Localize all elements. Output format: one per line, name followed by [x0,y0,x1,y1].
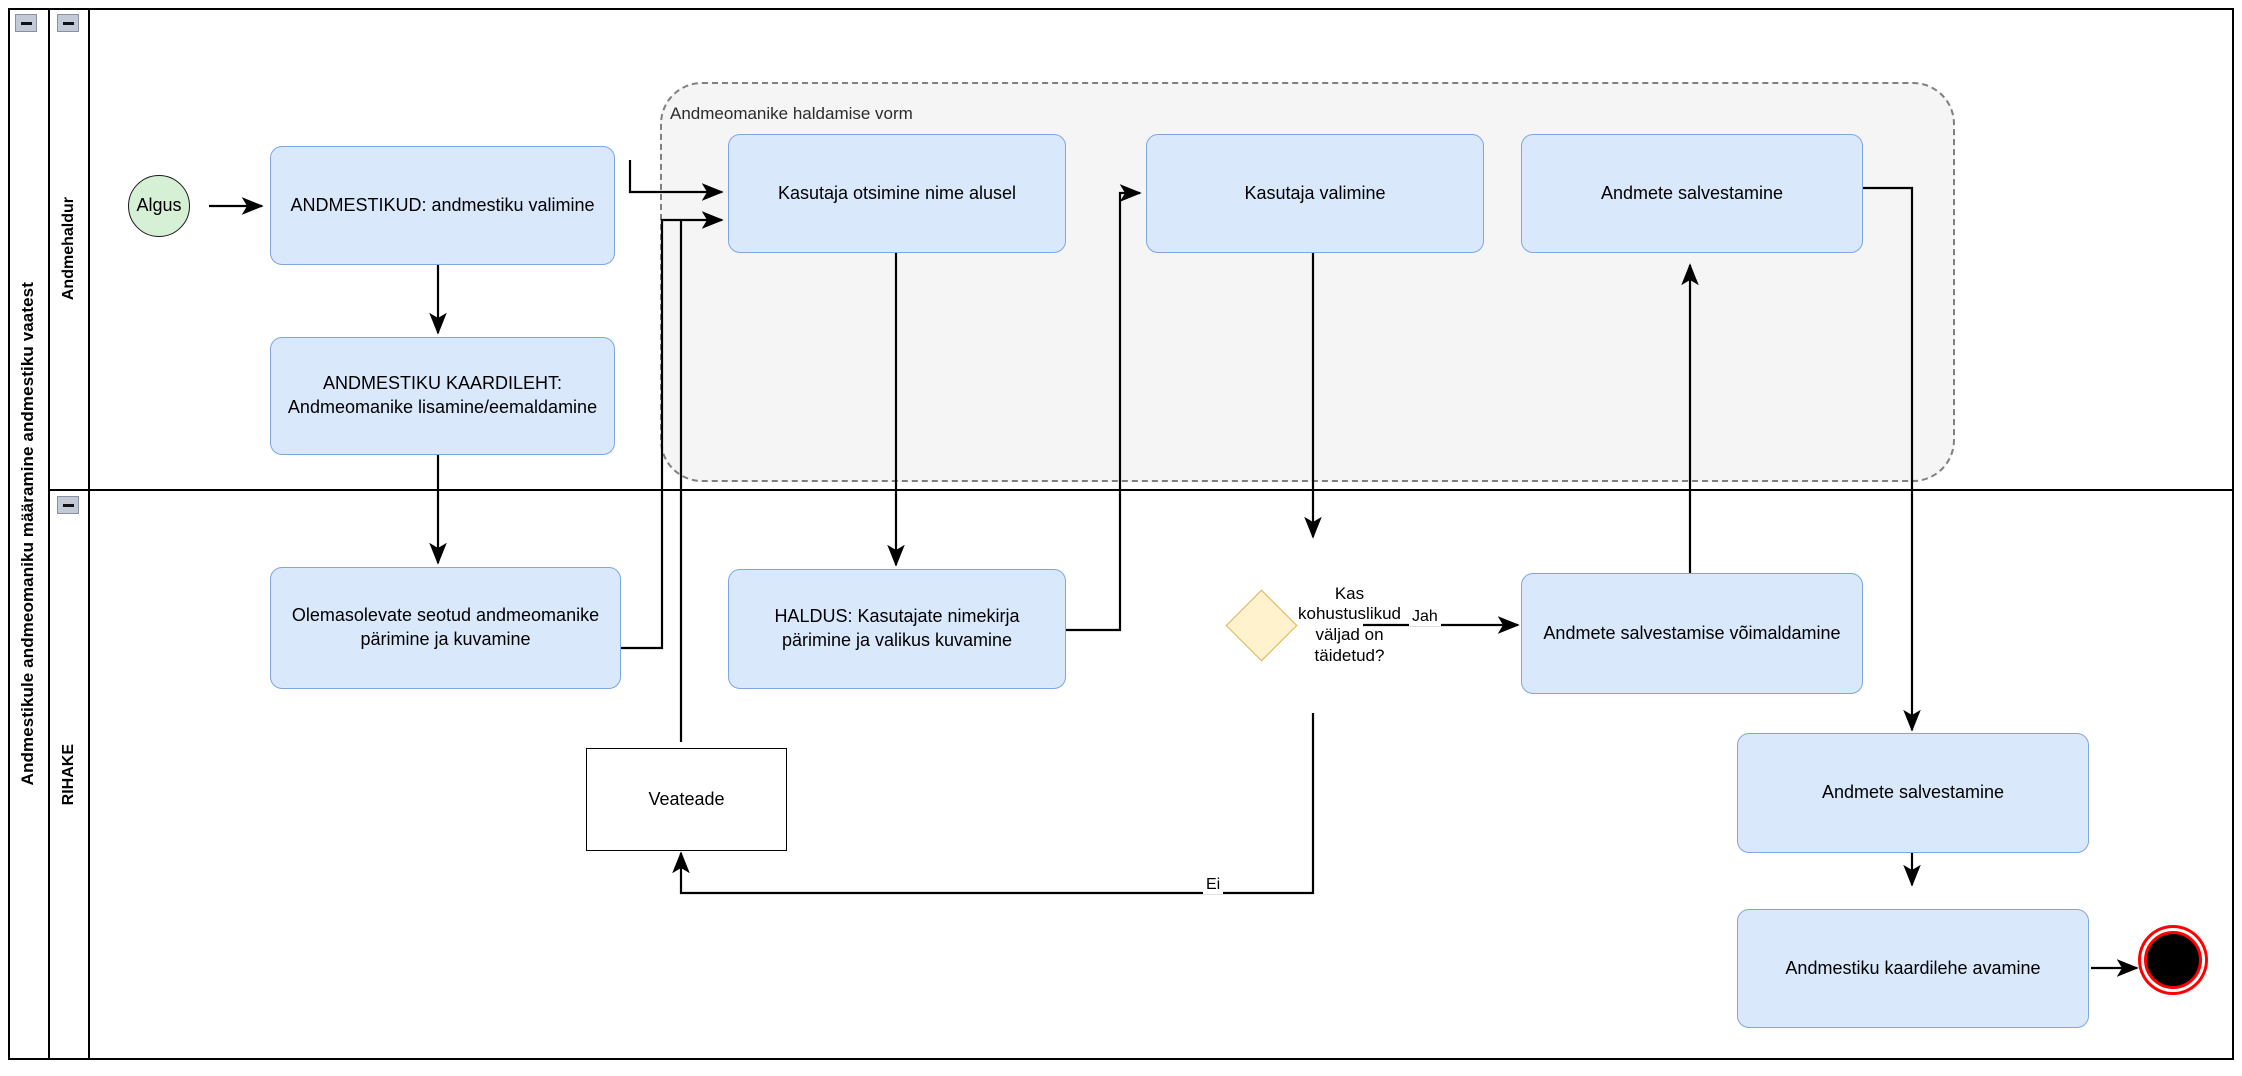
task-kasutaja-otsimine-label: Kasutaja otsimine nime alusel [777,182,1017,203]
task-olemasolevate-parimine-label: Olemasolevate seotud andmeomanike pärimi… [291,605,600,649]
task-kasutaja-valimine[interactable]: Kasutaja valimine [1146,134,1484,253]
task-haldus-kasutajate-nimekiri[interactable]: HALDUS: Kasutajate nimekirja pärimine ja… [728,569,1066,689]
task-andmestiku-kaardileht-label: ANDMESTIKU KAARDILEHT: Andmeomanike lisa… [287,373,598,417]
task-kasutaja-valimine-label: Kasutaja valimine [1244,182,1386,203]
task-andmestiku-kaardilehe-avamine[interactable]: Andmestiku kaardilehe avamine [1737,909,2089,1028]
decision-label: Kas kohustuslikud väljad on täidetud? [1298,583,1402,665]
task-andmete-salvestamise-voimaldamine-label: Andmete salvestamise võimaldamine [1543,622,1841,643]
end-event[interactable] [2144,931,2202,989]
pool-collapse-minus-icon[interactable] [15,14,37,32]
task-andmete-salvestamine-top[interactable]: Andmete salvestamine [1521,134,1863,253]
start-event-algus[interactable]: Algus [128,175,190,237]
lane-label-andmehaldur: Andmehaldur [60,196,77,301]
task-andmete-salvestamise-voimaldamine[interactable]: Andmete salvestamise võimaldamine [1521,573,1863,694]
task-andmestikud-valimine-label: ANDMESTIKUD: andmestiku valimine [290,194,595,215]
lane-label-rihake: RIHAKE [60,743,77,806]
task-olemasolevate-parimine[interactable]: Olemasolevate seotud andmeomanike pärimi… [270,567,621,689]
task-andmestikud-valimine[interactable]: ANDMESTIKUD: andmestiku valimine [270,146,615,265]
task-andmestiku-kaardileht[interactable]: ANDMESTIKU KAARDILEHT: Andmeomanike lisa… [270,337,615,455]
lane-andmehaldur-collapse-minus-icon[interactable] [57,14,79,32]
data-object-veateade-label: Veateade [648,788,725,809]
lane-header-rihake: RIHAKE [50,489,90,1060]
task-kasutaja-otsimine[interactable]: Kasutaja otsimine nime alusel [728,134,1066,253]
edge-label-ei: Ei [1203,876,1224,894]
lane-rihake-collapse-minus-icon[interactable] [57,496,79,514]
pool-title: Andmestikule andmeomaniku määramine andm… [8,8,50,1060]
task-andmete-salvestamine-bottom-label: Andmete salvestamine [1821,782,2005,803]
task-andmestiku-kaardilehe-avamine-label: Andmestiku kaardilehe avamine [1785,957,2041,978]
edge-label-jah: Jah [1409,608,1441,626]
data-object-veateade[interactable]: Veateade [586,748,787,851]
decision-shape [1225,589,1298,661]
group-label: Andmeomanike haldamise vorm [670,104,913,123]
task-haldus-kasutajate-nimekiri-label: HALDUS: Kasutajate nimekirja pärimine ja… [774,606,1020,650]
pool-title-label: Andmestikule andmeomaniku määramine andm… [18,282,37,786]
task-andmete-salvestamine-top-label: Andmete salvestamine [1600,182,1784,203]
decision-kohustuslikud-valjad[interactable]: Kas kohustuslikud väljad on täidetud? [1225,537,1401,713]
start-event-label: Algus [136,195,182,216]
task-andmete-salvestamine-bottom[interactable]: Andmete salvestamine [1737,733,2089,853]
lane-divider [50,489,2234,491]
lane-header-andmehaldur: Andmehaldur [50,8,90,489]
